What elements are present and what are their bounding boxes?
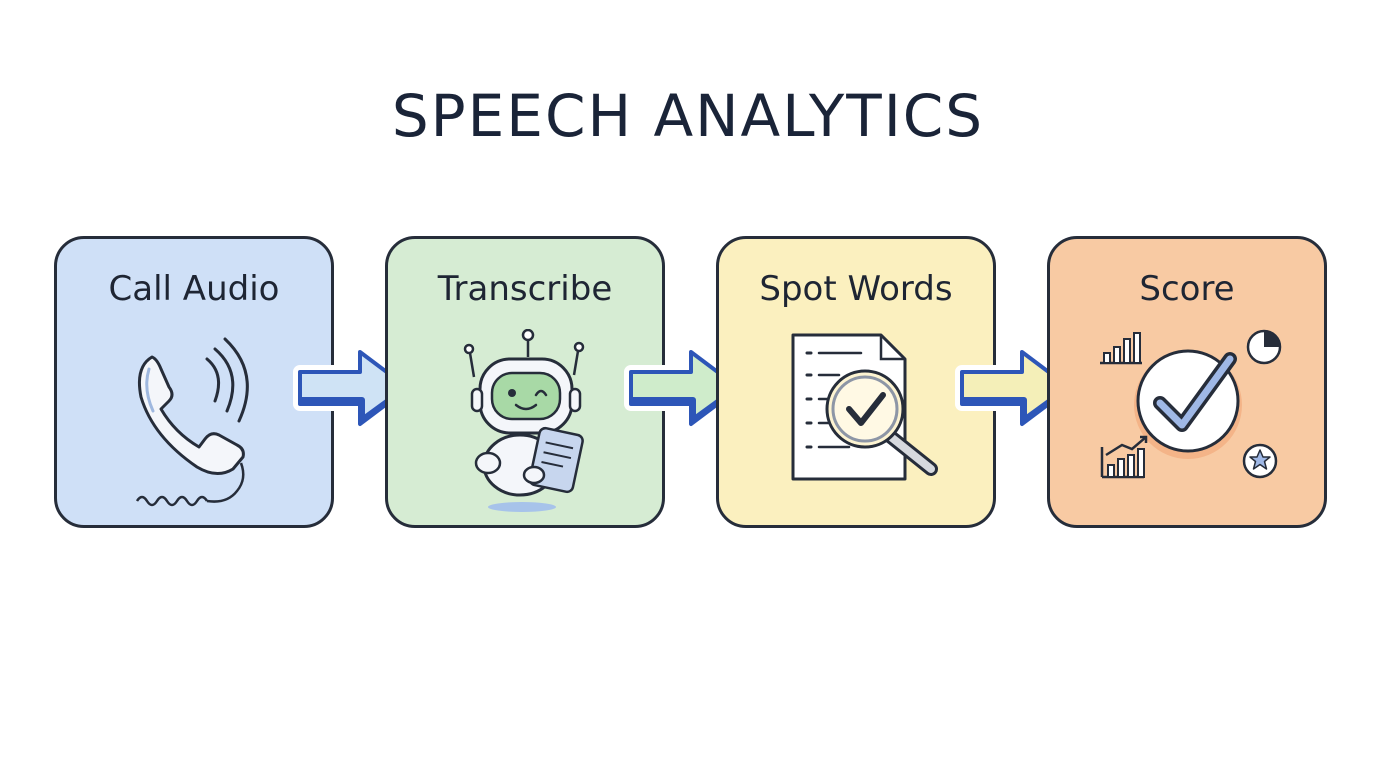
bar-chart-icon [1100, 332, 1142, 365]
step-label: Transcribe [437, 269, 613, 309]
telephone-icon [135, 337, 249, 507]
page-title: SPEECH ANALYTICS [391, 82, 985, 150]
arrow-icon [624, 345, 746, 431]
checkmark-score-icon [1100, 329, 1282, 479]
trend-chart-icon [1100, 435, 1148, 479]
magnifier-document-icon [791, 333, 938, 481]
star-badge-icon [1242, 443, 1278, 479]
pie-chart-icon [1246, 329, 1282, 365]
arrow-icon [293, 345, 415, 431]
step-card-transcribe: Transcribe [385, 236, 665, 528]
step-label: Score [1139, 269, 1235, 309]
step-label: Spot Words [759, 269, 953, 309]
arrow-icon [955, 345, 1077, 431]
step-card-spot-words: Spot Words [716, 236, 996, 528]
step-card-score: Score [1047, 236, 1327, 528]
step-label: Call Audio [108, 269, 280, 309]
step-card-call-audio: Call Audio [54, 236, 334, 528]
robot-icon [463, 329, 585, 512]
